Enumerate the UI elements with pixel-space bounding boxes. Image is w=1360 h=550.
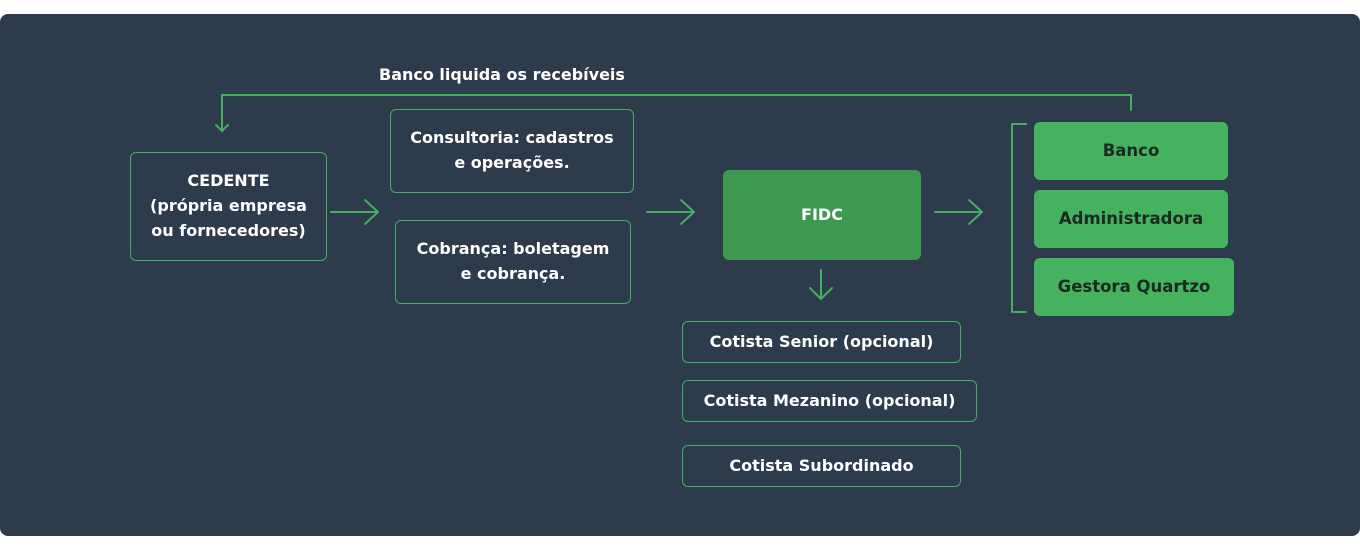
fidc-box: FIDC [723,170,921,260]
feedback-loop-line [221,94,1132,132]
cedente-line-2: (própria empresa [150,196,307,216]
connector-layer [215,94,1132,313]
cedente-line-3: ou fornecedores) [151,220,306,240]
providers-bracket [1011,123,1027,313]
cotista-subordinado-box: Cotista Subordinado [682,445,961,487]
arrow-cedente-to-services-head [364,199,379,225]
feedback-arrowhead [215,124,229,132]
top-label: Banco liquida os recebíveis [379,65,625,84]
gestora-box: Gestora Quartzo [1034,258,1234,316]
cobranca-line-2: e cobrança. [460,264,566,283]
consultoria-line-2: e operações. [454,153,570,172]
arrow-fidc-to-cotistas-head [809,287,833,300]
diagram-canvas: Banco liquida os recebíveis CEDENTE (pró… [0,14,1360,536]
consultoria-box: Consultoria: cadastros e operações. [390,109,634,193]
cotista-mezanino-box: Cotista Mezanino (opcional) [682,380,977,422]
arrow-fidc-to-providers-head [968,199,983,225]
cedente-line-1: CEDENTE [187,171,270,191]
cotista-senior-box: Cotista Senior (opcional) [682,321,961,363]
cedente-box: CEDENTE (própria empresa ou fornecedores… [130,152,327,261]
banco-box: Banco [1034,122,1228,180]
consultoria-line-1: Consultoria: cadastros [410,128,614,148]
administradora-box: Administradora [1034,190,1228,248]
cobranca-box: Cobrança: boletagem e cobrança. [395,220,631,304]
arrow-services-to-fidc-head [680,199,695,225]
cobranca-line-1: Cobrança: boletagem [416,239,610,259]
